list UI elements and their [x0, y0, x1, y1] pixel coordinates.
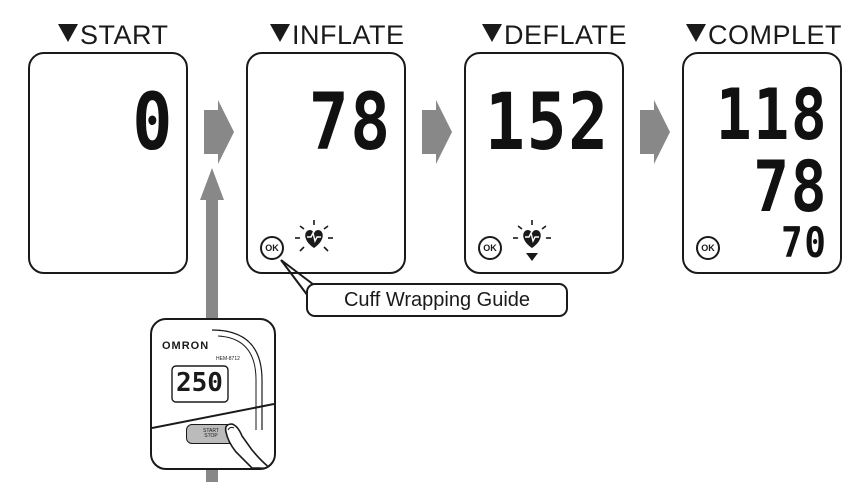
next-arrow-icon [640, 100, 670, 164]
flashing-heart-icon [513, 220, 551, 261]
pressing-finger-icon [224, 423, 272, 468]
deflate-arrow-icon [526, 253, 538, 261]
display-panel-start: 0 [28, 52, 188, 274]
down-triangle-icon [686, 24, 706, 42]
device-display-reading: 250 [176, 368, 223, 398]
blood-pressure-monitor: OMRON HEM-8712 250 START STOP [150, 318, 276, 470]
next-arrow-icon [204, 100, 234, 164]
reading-systolic: 118 [715, 74, 828, 156]
brand-logo: OMRON [162, 340, 210, 352]
display-panel-inflate: 78 OK [246, 52, 406, 274]
reading-inflate: 78 [308, 78, 392, 168]
next-arrow-icon [422, 100, 452, 164]
down-triangle-icon [58, 24, 78, 42]
device-outline [152, 329, 274, 430]
stage-title-start: START [58, 22, 169, 49]
reading-diastolic: 78 [752, 146, 828, 228]
display-panel-complete: 118 78 70 OK [682, 52, 842, 274]
start-stop-button[interactable]: START STOP [186, 424, 236, 444]
model-label: HEM-8712 [216, 356, 240, 362]
stage-title-inflate: INFLATE [270, 22, 405, 49]
flashing-heart-icon [295, 220, 333, 252]
down-triangle-icon [482, 24, 502, 42]
stage-title-complete: COMPLETE [686, 22, 844, 49]
reading-pulse: 70 [781, 218, 828, 267]
ok-icon: OK [696, 236, 720, 260]
reading-start: 0 [132, 78, 174, 168]
display-panel-deflate: 152 OK [464, 52, 624, 274]
ok-icon: OK [260, 236, 284, 260]
ok-icon: OK [478, 236, 502, 260]
down-triangle-icon [270, 24, 290, 42]
cuff-wrapping-guide-callout: Cuff Wrapping Guide [306, 283, 568, 317]
reading-deflate: 152 [485, 78, 610, 168]
stage-title-deflate: DEFLATE [482, 22, 627, 49]
